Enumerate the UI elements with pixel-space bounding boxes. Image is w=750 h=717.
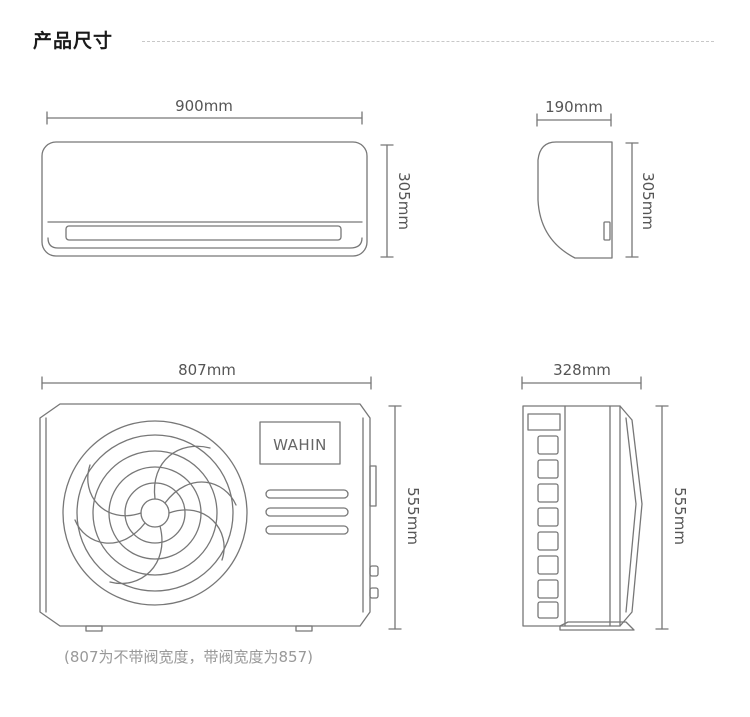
outdoor-side-height-label: 555mm [671, 487, 689, 545]
outdoor-front-height-label: 555mm [404, 487, 422, 545]
outdoor-unit-front-view [39, 403, 379, 632]
indoor-side-depth-label: 190mm [545, 98, 603, 116]
outdoor-unit-side-view [522, 405, 643, 631]
page-title: 产品尺寸 [33, 30, 114, 52]
indoor-side-height-dimension [625, 142, 639, 258]
outdoor-front-height-dimension [388, 405, 402, 630]
indoor-unit-side-view [537, 141, 613, 259]
indoor-front-height-dimension [380, 144, 394, 258]
outdoor-front-width-dimension [41, 376, 372, 390]
outdoor-front-width-label: 807mm [178, 361, 236, 379]
outdoor-side-depth-dimension [521, 376, 642, 390]
indoor-side-depth-dimension [536, 113, 612, 127]
valve-width-note: (807为不带阀宽度，带阀宽度为857) [64, 648, 313, 666]
indoor-unit-front-view [41, 141, 368, 257]
outdoor-side-height-dimension [655, 405, 669, 630]
indoor-side-height-label: 305mm [639, 172, 657, 230]
indoor-front-height-label: 305mm [395, 172, 413, 230]
indoor-front-width-dimension [46, 111, 363, 125]
outdoor-side-depth-label: 328mm [553, 361, 611, 379]
indoor-front-width-label: 900mm [175, 97, 233, 115]
brand-logo: WAHIN [273, 436, 327, 454]
title-divider [142, 41, 714, 42]
